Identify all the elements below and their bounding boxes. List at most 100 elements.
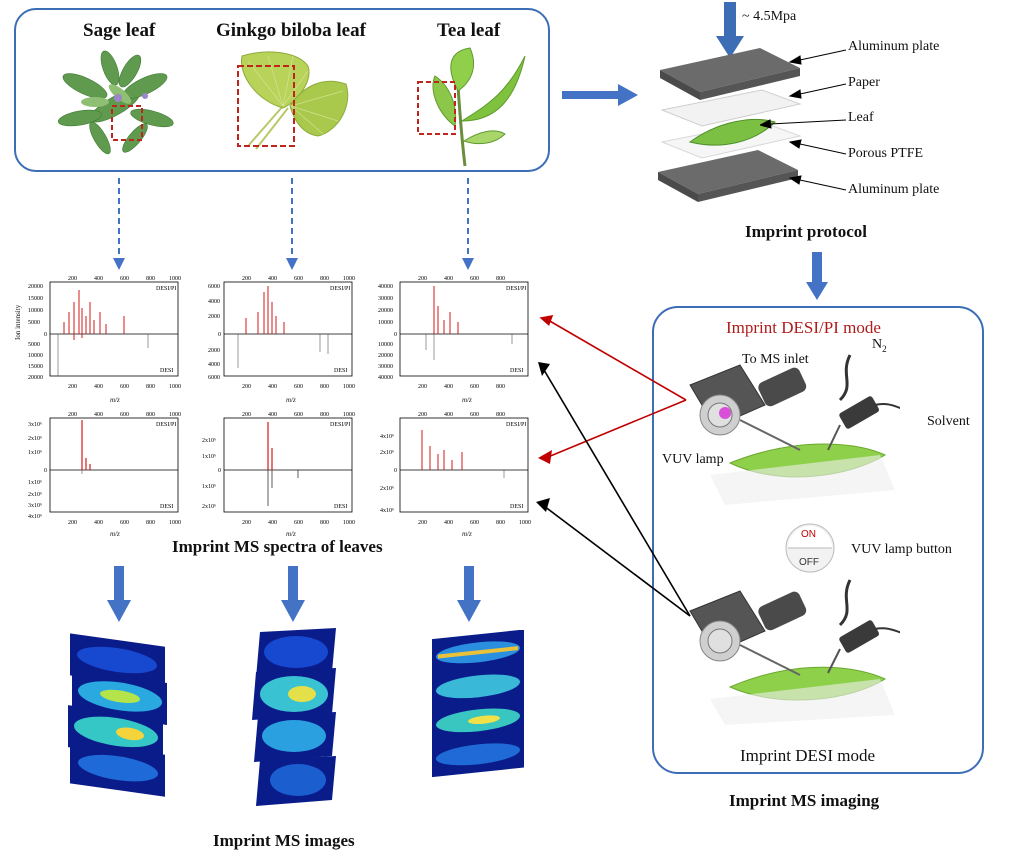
- svg-text:400: 400: [268, 412, 277, 418]
- pressure-label: ~ 4.5Mpa: [742, 9, 797, 24]
- svg-text:1x10⁶: 1x10⁶: [28, 480, 42, 486]
- dashed-arrow-tea: [462, 178, 474, 270]
- desi-mode-title: Imprint DESI mode: [740, 746, 876, 765]
- svg-text:200: 200: [242, 384, 251, 390]
- svg-text:20000: 20000: [378, 308, 393, 314]
- svg-text:200: 200: [418, 520, 427, 526]
- svg-text:DESI/PI: DESI/PI: [330, 286, 350, 292]
- svg-text:DESI/PI: DESI/PI: [506, 286, 526, 292]
- svg-text:600: 600: [294, 384, 303, 390]
- svg-text:3x10⁶: 3x10⁶: [28, 503, 42, 509]
- svg-text:400: 400: [94, 412, 103, 418]
- dashed-arrow-ginkgo: [286, 178, 298, 270]
- vuv-lamp-button-image[interactable]: [784, 522, 836, 574]
- layer-ptfe: Porous PTFE: [848, 146, 924, 161]
- svg-text:0: 0: [218, 332, 221, 338]
- ms-inlet-label: To MS inlet: [742, 352, 809, 367]
- svg-text:1000: 1000: [343, 520, 355, 526]
- dashed-arrow-sage: [113, 178, 125, 270]
- svg-text:400: 400: [268, 520, 277, 526]
- svg-text:10000: 10000: [378, 342, 393, 348]
- svg-text:40000: 40000: [378, 284, 393, 290]
- sage-plant-image: [58, 50, 174, 155]
- svg-text:200: 200: [242, 276, 251, 282]
- off-label: OFF: [799, 557, 819, 568]
- leaves-panel: [14, 8, 550, 172]
- svg-text:600: 600: [294, 412, 303, 418]
- svg-text:DESI: DESI: [510, 504, 523, 510]
- svg-text:600: 600: [294, 520, 303, 526]
- svg-text:1000: 1000: [343, 276, 355, 282]
- svg-text:4x10⁶: 4x10⁶: [380, 508, 394, 514]
- svg-text:1x10⁶: 1x10⁶: [28, 450, 42, 456]
- desi-device-image: [689, 579, 900, 725]
- ginkgo-leaf-label: Ginkgo biloba leaf: [216, 20, 366, 41]
- svg-text:600: 600: [120, 276, 129, 282]
- svg-text:DESI/PI: DESI/PI: [156, 286, 176, 292]
- svg-text:20000: 20000: [28, 375, 43, 381]
- svg-text:DESI/PI: DESI/PI: [506, 422, 526, 428]
- svg-text:2x10⁶: 2x10⁶: [28, 436, 42, 442]
- svg-text:6000: 6000: [208, 284, 220, 290]
- svg-text:DESI: DESI: [334, 504, 347, 510]
- svg-text:400: 400: [444, 276, 453, 282]
- svg-text:400: 400: [444, 520, 453, 526]
- svg-text:0: 0: [44, 468, 47, 474]
- svg-text:4x10⁶: 4x10⁶: [28, 514, 42, 520]
- mode-connector-arrows: [536, 315, 691, 617]
- svg-text:5000: 5000: [28, 320, 40, 326]
- svg-text:1000: 1000: [169, 412, 181, 418]
- svg-text:1000: 1000: [519, 520, 531, 526]
- svg-text:800: 800: [320, 276, 329, 282]
- xlabel-s6: m/z: [462, 530, 472, 538]
- svg-text:10000: 10000: [28, 308, 43, 314]
- svg-text:2x10⁶: 2x10⁶: [380, 450, 394, 456]
- layer-aluminum-bottom: Aluminum plate: [848, 182, 940, 197]
- svg-text:DESI: DESI: [160, 504, 173, 510]
- svg-text:0: 0: [394, 332, 397, 338]
- svg-text:400: 400: [94, 276, 103, 282]
- svg-text:400: 400: [268, 276, 277, 282]
- ms-images-sage: [68, 633, 167, 797]
- svg-text:30000: 30000: [378, 364, 393, 370]
- svg-text:600: 600: [120, 412, 129, 418]
- layer-leaf: Leaf: [848, 110, 874, 125]
- sage-leaf-label: Sage leaf: [83, 20, 156, 41]
- svg-text:1000: 1000: [343, 384, 355, 390]
- svg-text:800: 800: [146, 276, 155, 282]
- svg-text:200: 200: [242, 520, 251, 526]
- tea-leaf-image: [417, 47, 526, 167]
- svg-text:800: 800: [496, 520, 505, 526]
- svg-text:30000: 30000: [378, 296, 393, 302]
- svg-text:200: 200: [418, 412, 427, 418]
- svg-text:400: 400: [268, 384, 277, 390]
- svg-text:400: 400: [94, 384, 103, 390]
- svg-text:400: 400: [94, 520, 103, 526]
- svg-text:1000: 1000: [169, 276, 181, 282]
- svg-text:5000: 5000: [28, 342, 40, 348]
- svg-text:3x10⁶: 3x10⁶: [28, 422, 42, 428]
- svg-text:0: 0: [218, 468, 221, 474]
- svg-text:800: 800: [496, 276, 505, 282]
- imprint-stack-image: [658, 2, 802, 202]
- svg-text:20000: 20000: [28, 284, 43, 290]
- svg-text:1000: 1000: [169, 520, 181, 526]
- xlabel-s1: m/z: [110, 396, 120, 404]
- svg-text:600: 600: [120, 384, 129, 390]
- xlabel-s3: m/z: [462, 396, 472, 404]
- svg-text:4x10⁶: 4x10⁶: [380, 434, 394, 440]
- svg-text:2x10⁶: 2x10⁶: [202, 504, 216, 510]
- svg-text:400: 400: [444, 384, 453, 390]
- on-label: ON: [801, 529, 816, 540]
- imaging-panel: [652, 306, 984, 774]
- svg-text:15000: 15000: [28, 364, 43, 370]
- arrow-protocol-to-imaging: [806, 252, 828, 300]
- svg-text:1x10⁶: 1x10⁶: [202, 454, 216, 460]
- svg-text:20000: 20000: [378, 353, 393, 359]
- svg-text:40000: 40000: [378, 375, 393, 381]
- tea-leaf-label: Tea leaf: [437, 20, 501, 41]
